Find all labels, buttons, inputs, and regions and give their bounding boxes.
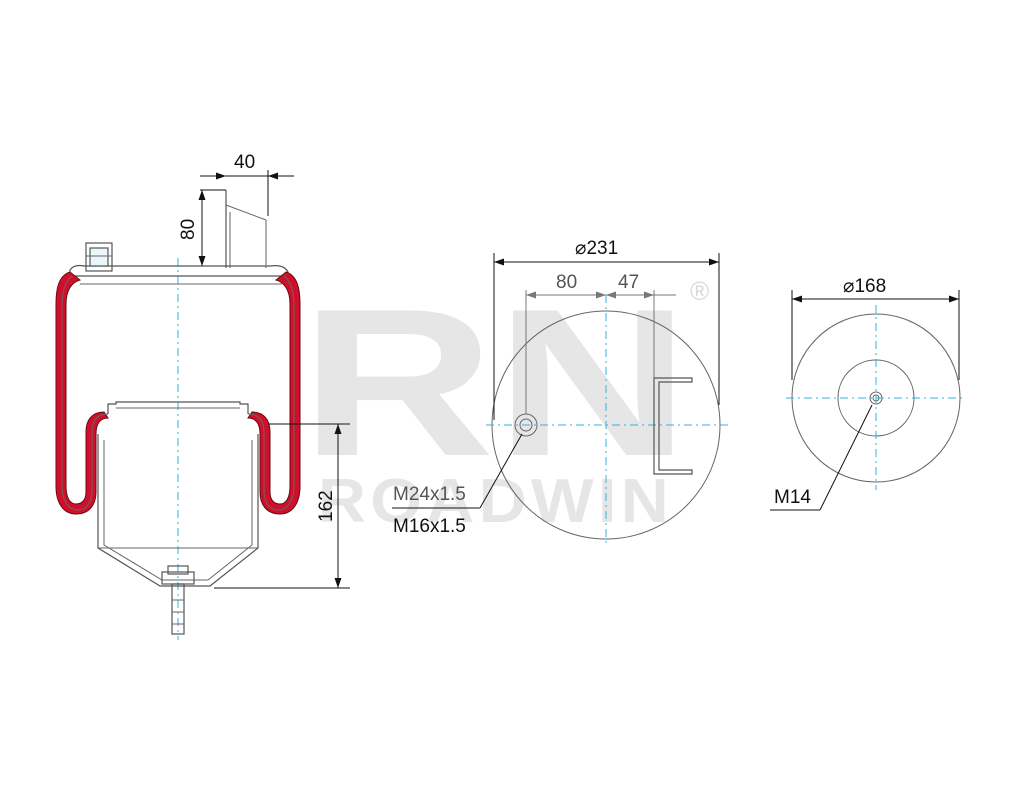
watermark-brand: ROADWIN [318, 467, 673, 536]
dimension-height-piston-value: 162 [316, 490, 337, 522]
dimension-diameter-bottom-value: ⌀168 [843, 276, 886, 297]
bottom-stud [161, 565, 195, 635]
thread-secondary-label: M16x1.5 [393, 516, 466, 537]
side-view: 40 80 162 [55, 152, 350, 640]
piston [97, 401, 259, 587]
bellow-inner-outline [61, 275, 109, 511]
dimension-offset-top: 40 [200, 152, 294, 216]
bellow-rubber-right [247, 271, 301, 515]
thread-callout-bottom: M14 [770, 404, 873, 511]
bottom-view: ⌀168 M14 [770, 276, 966, 511]
thread-callout-top: M24x1.5 M16x1.5 [392, 433, 523, 537]
dimension-diameter-top-value: ⌀231 [575, 238, 618, 259]
dimension-diameter-bottom: ⌀168 [791, 276, 960, 380]
dimension-offset-top-value: 40 [234, 152, 255, 173]
dimension-offset-left-value: 80 [556, 272, 577, 293]
dimension-height-stud-value: 80 [178, 219, 199, 240]
dimension-height-stud: 80 [178, 189, 226, 266]
top-view-bracket [653, 377, 693, 475]
dimension-offsets-top: 80 47 [525, 272, 676, 414]
dimension-diameter-top: ⌀231 [493, 238, 720, 420]
bellow-rubber [55, 271, 109, 515]
thread-hole-inner [519, 418, 533, 432]
thread-primary-label: M24x1.5 [393, 484, 466, 505]
top-view: ⌀231 80 47 M24x1.5 M16x1.5 [392, 238, 728, 545]
top-nut [85, 242, 113, 272]
watermark: RN ROADWIN ® [300, 265, 709, 536]
thread-bottom-label: M14 [774, 487, 811, 508]
top-plate [69, 264, 289, 277]
dimension-offset-right-value: 47 [618, 272, 639, 293]
watermark-registered-mark: ® [690, 276, 709, 306]
dimension-height-piston: 162 [214, 423, 350, 589]
top-stud [225, 190, 267, 268]
watermark-logo: RN [300, 265, 690, 500]
